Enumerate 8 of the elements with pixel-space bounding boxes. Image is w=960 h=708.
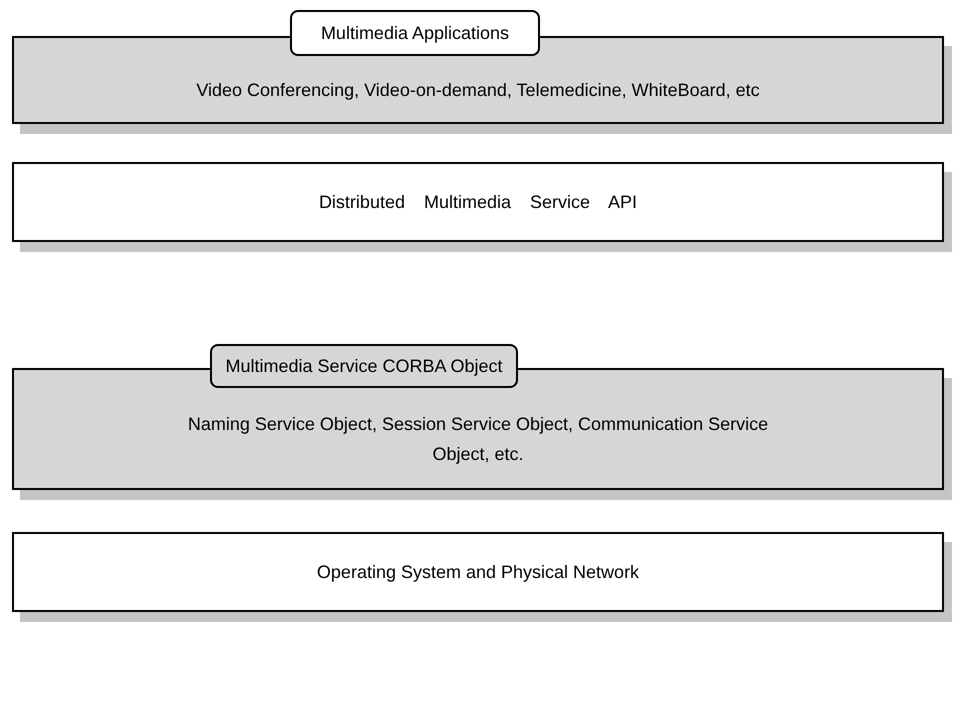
layer-label: Operating System and Physical Network — [316, 561, 640, 584]
layer-label: Naming Service Object, Session Service Object, Communication Service Object, etc. — [186, 413, 770, 466]
layer-title-tab — [290, 10, 540, 56]
layer-label: Video Conferencing, Video-on-demand, Telemedicine, WhiteBoard, etc — [196, 79, 760, 102]
layer-title-tab — [210, 344, 518, 388]
layer-label: Distributed Multimedia Service API — [318, 191, 638, 214]
layer-label: Multimedia Service CORBA Object — [225, 355, 503, 378]
layer-label: Multimedia Applications — [320, 22, 510, 45]
